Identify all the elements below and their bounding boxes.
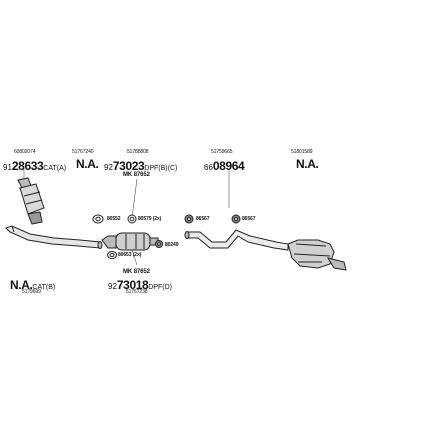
catalytic-converter-icon[interactable]	[17, 177, 45, 225]
part-number-col1-top: 60802074	[14, 149, 36, 155]
part-number-col1[interactable]: 9128633CAT(A)	[3, 158, 66, 174]
suffix: CAT(B)	[32, 284, 56, 291]
part-80653-label: 80653 (2x)	[118, 252, 142, 258]
part-number-col5-top: 51801589	[291, 149, 313, 155]
front-pipe-icon[interactable]	[5, 225, 103, 249]
big-number: 73018	[116, 278, 149, 292]
big-number: 73023	[112, 159, 145, 173]
part-number-col2-top: 51767240	[72, 149, 94, 155]
dpf-filter-icon[interactable]	[101, 232, 159, 251]
na-label-col2[interactable]: N.A.	[76, 157, 99, 171]
gasket-80653-icon[interactable]	[107, 251, 117, 259]
part-number-col3[interactable]: 9273023DPF(B)(C)	[104, 158, 177, 174]
part-80552-label: 80552	[107, 216, 121, 222]
part-86567b-label: 86567	[242, 216, 256, 222]
mk-label-bottom: MK 87652	[123, 269, 150, 275]
part-number-col4-top: 51759665	[211, 149, 233, 155]
clamp-80579-icon[interactable]	[127, 214, 137, 224]
prefix: 92	[104, 163, 113, 172]
intermediate-pipe-icon[interactable]	[184, 229, 289, 251]
big-number: 28633	[11, 159, 44, 173]
part-80579-label: 80579 (2x)	[138, 216, 162, 222]
prefix: 66	[204, 163, 213, 172]
part-number-bottom-left[interactable]: N.A.CAT(B)	[10, 277, 55, 293]
prefix: 92	[108, 282, 117, 291]
rubber-mount-86567b-icon[interactable]	[231, 214, 241, 224]
big-number: 08964	[212, 159, 245, 173]
part-80249-label: 80249	[165, 242, 179, 248]
rear-silencer-icon[interactable]	[287, 239, 347, 271]
prefix: 91	[3, 163, 12, 172]
part-number-col4[interactable]: 6608964	[204, 158, 245, 174]
part-86567a-label: 86567	[196, 216, 210, 222]
suffix: CAT(A)	[43, 165, 67, 172]
part-number-col3-top: 51788808	[127, 149, 149, 155]
na-label-col5[interactable]: N.A.	[296, 157, 319, 171]
part-number-bottom-num: 51767238	[126, 289, 148, 295]
suffix: DPF(D)	[148, 284, 172, 291]
clamp-80249-icon[interactable]	[155, 240, 163, 248]
na-text: N.A.	[10, 278, 33, 292]
suffix: DPF(B)(C)	[144, 165, 178, 172]
mk-label-top: MK 87652	[123, 172, 150, 178]
rubber-mount-86567a-icon[interactable]	[184, 214, 194, 224]
gasket-80552-icon[interactable]	[92, 214, 104, 224]
part-number-bottom-left-num: 5179699	[22, 289, 41, 295]
part-number-bottom[interactable]: 9273018DPF(D)	[108, 277, 172, 293]
